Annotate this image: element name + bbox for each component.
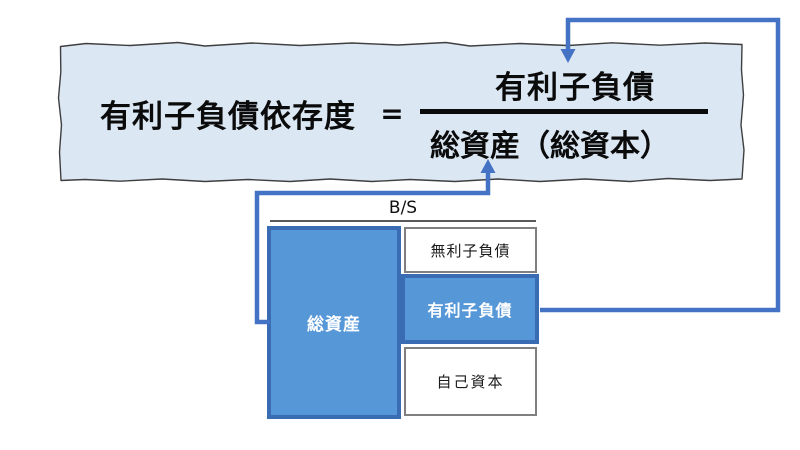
total-assets-box: 総資産 [267,226,401,419]
total-assets-label: 総資産 [307,315,361,335]
formula-numerator: 有利子負債 [495,69,655,106]
formula-denominator: 総資産（総資本） [430,129,670,164]
non-interest-debt-label: 無利子負債 [430,241,511,260]
bs-title: B/S [388,198,418,218]
fraction-bar [420,109,708,114]
formula-label: 有利子負債依存度 [100,98,356,135]
bs-title-underline [270,220,536,222]
equity-box: 自己資本 [404,347,537,416]
non-interest-debt-box: 無利子負債 [404,227,537,273]
interest-debt-label: 有利子負債 [427,301,513,320]
interest-debt-box: 有利子負債 [401,274,539,344]
equals-sign: = [380,96,404,130]
equity-label: 自己資本 [436,373,505,391]
